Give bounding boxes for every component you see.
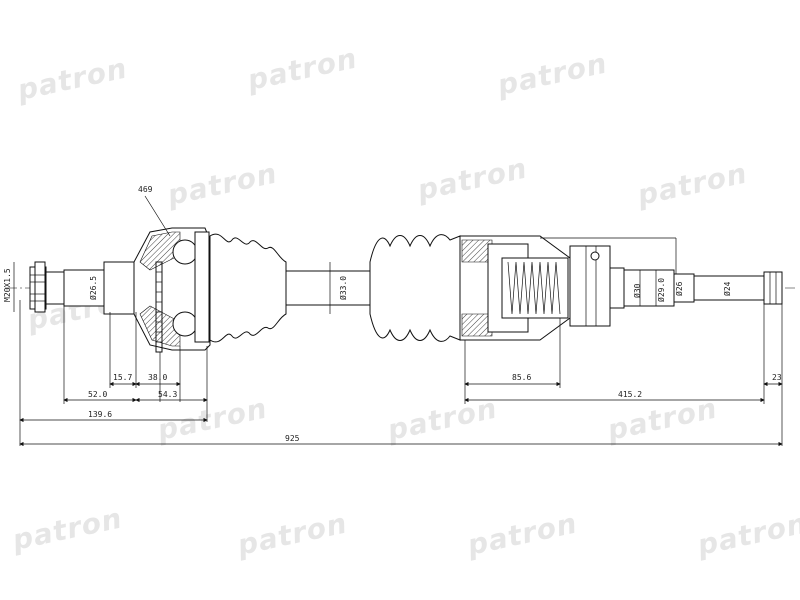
dim-52-0: 52.0 — [88, 390, 107, 399]
watermark-text: patron — [14, 51, 131, 107]
watermark-text: patron — [244, 41, 361, 97]
inner-splined-shaft — [623, 269, 783, 307]
watermark-text: patron — [414, 151, 531, 207]
dim-total-length: 925 — [285, 434, 300, 443]
dim-415-2: 415.2 — [618, 390, 642, 399]
dim-thread: M20X1.5 — [3, 268, 12, 302]
center-shaft — [285, 262, 371, 314]
watermark-text: patron — [634, 156, 751, 212]
dim-85-6: 85.6 — [512, 373, 531, 382]
outer-boot — [209, 233, 287, 343]
watermark-text: patron — [494, 46, 611, 102]
callout-label: 469 — [138, 185, 153, 194]
watermark-text: patron — [234, 506, 351, 562]
outer-stub — [29, 261, 135, 315]
dim-outer-stub-dia: Ø26.5 — [88, 276, 98, 300]
dim-38-0: 38.0 — [148, 373, 167, 382]
dim-center-dia: Ø33.0 — [338, 276, 348, 300]
dim-139-6: 139.6 — [88, 410, 112, 419]
dim-inner-dia-2: Ø29.0 — [656, 278, 666, 302]
watermark-text: patron — [9, 501, 126, 557]
watermark-text: patron — [164, 156, 281, 212]
dim-15-7: 15.7 — [113, 373, 132, 382]
dim-inner-dia-4: Ø24 — [722, 281, 732, 296]
dim-inner-dia-3: Ø26 — [674, 281, 684, 296]
diameter-labels: M20X1.5 Ø26.5 Ø33.0 Ø30 Ø29.0 Ø26 Ø24 — [3, 237, 732, 312]
watermark-text: patron — [694, 506, 800, 562]
dim-23: 23 — [772, 373, 782, 382]
outer-cv-joint — [133, 227, 211, 353]
watermark-text: patron — [464, 506, 581, 562]
callout-469: 469 — [138, 185, 171, 237]
extension-lines — [19, 300, 783, 446]
inner-boot — [369, 234, 461, 342]
inner-joint — [459, 235, 625, 341]
dim-54-3: 54.3 — [158, 390, 177, 399]
dimension-lines: 15.7 38.0 52.0 54.3 139.6 85.6 415.2 23 … — [19, 373, 783, 447]
dim-inner-dia-1: Ø30 — [632, 283, 642, 298]
